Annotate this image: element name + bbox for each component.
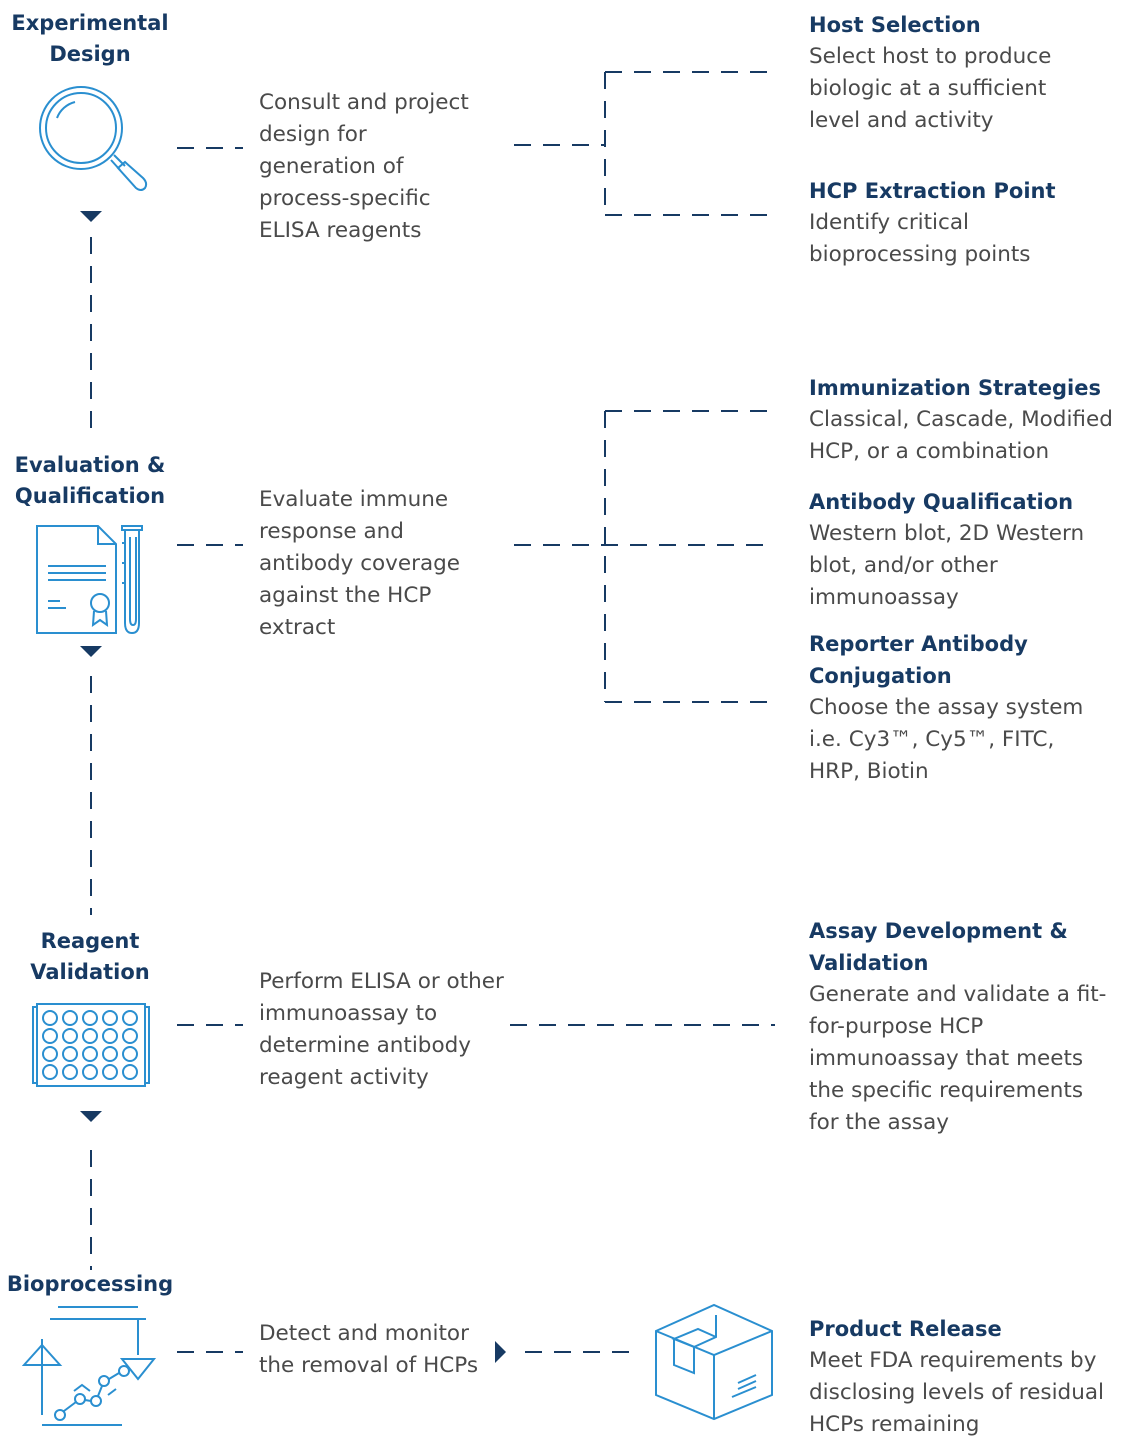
outcome-description-immunization-strategies: Classical, Cascade, Modified HCP, or a c… (809, 407, 1113, 464)
stage-title-experimental-design: Experimental Design (11, 11, 169, 66)
arrow-down-icon (80, 1111, 102, 1122)
certificate-test-tube-icon (36, 525, 143, 635)
process-graph-icon (22, 1306, 157, 1426)
stage-description-reagent-validation: Perform ELISA or other immunoassay to de… (259, 969, 504, 1090)
outcome-description-hcp-extraction-point: Identify critical bioprocessing points (809, 210, 1031, 267)
outcome-description-reporter-antibody-conjugation: Choose the assay system i.e. Cy3™, Cy5™,… (809, 695, 1084, 784)
stage-description-bioprocessing: Detect and monitor the removal of HCPs (259, 1321, 479, 1378)
magnifier-icon (39, 86, 148, 191)
outcome-title-hcp-extraction-point: HCP Extraction Point (809, 179, 1056, 203)
outcome-title-reporter-antibody-conjugation: Reporter Antibody Conjugation (809, 632, 1028, 688)
outcome-title-assay-development-validation: Assay Development & Validation (809, 919, 1068, 975)
package-box-icon (655, 1303, 773, 1421)
outcome-description-host-selection: Select host to produce biologic at a suf… (809, 44, 1052, 133)
arrow-right-icon (495, 1341, 506, 1363)
stage-title-reagent-validation: Reagent Validation (30, 929, 150, 984)
outcome-description-antibody-qualification: Western blot, 2D Western blot, and/or ot… (809, 521, 1085, 610)
outcome-description-assay-development-validation: Generate and validate a fit-for-purpose … (809, 982, 1107, 1135)
outcome-description-product-release: Meet FDA requirements by disclosing leve… (809, 1348, 1104, 1437)
outcome-title-immunization-strategies: Immunization Strategies (809, 376, 1101, 400)
arrow-down-icon (80, 211, 102, 222)
stage-title-evaluation-qualification: Evaluation & Qualification (14, 453, 166, 508)
stage-title-bioprocessing: Bioprocessing (6, 1272, 174, 1296)
outcome-title-antibody-qualification: Antibody Qualification (809, 490, 1074, 514)
outcome-title-host-selection: Host Selection (809, 13, 981, 37)
arrow-down-icon (80, 646, 102, 657)
stage-description-experimental-design: Consult and project design for generatio… (259, 90, 469, 243)
stage-description-evaluation-qualification: Evaluate immune response and antibody co… (259, 487, 461, 640)
well-plate-icon (32, 1003, 150, 1087)
outcome-title-product-release: Product Release (809, 1317, 1002, 1341)
